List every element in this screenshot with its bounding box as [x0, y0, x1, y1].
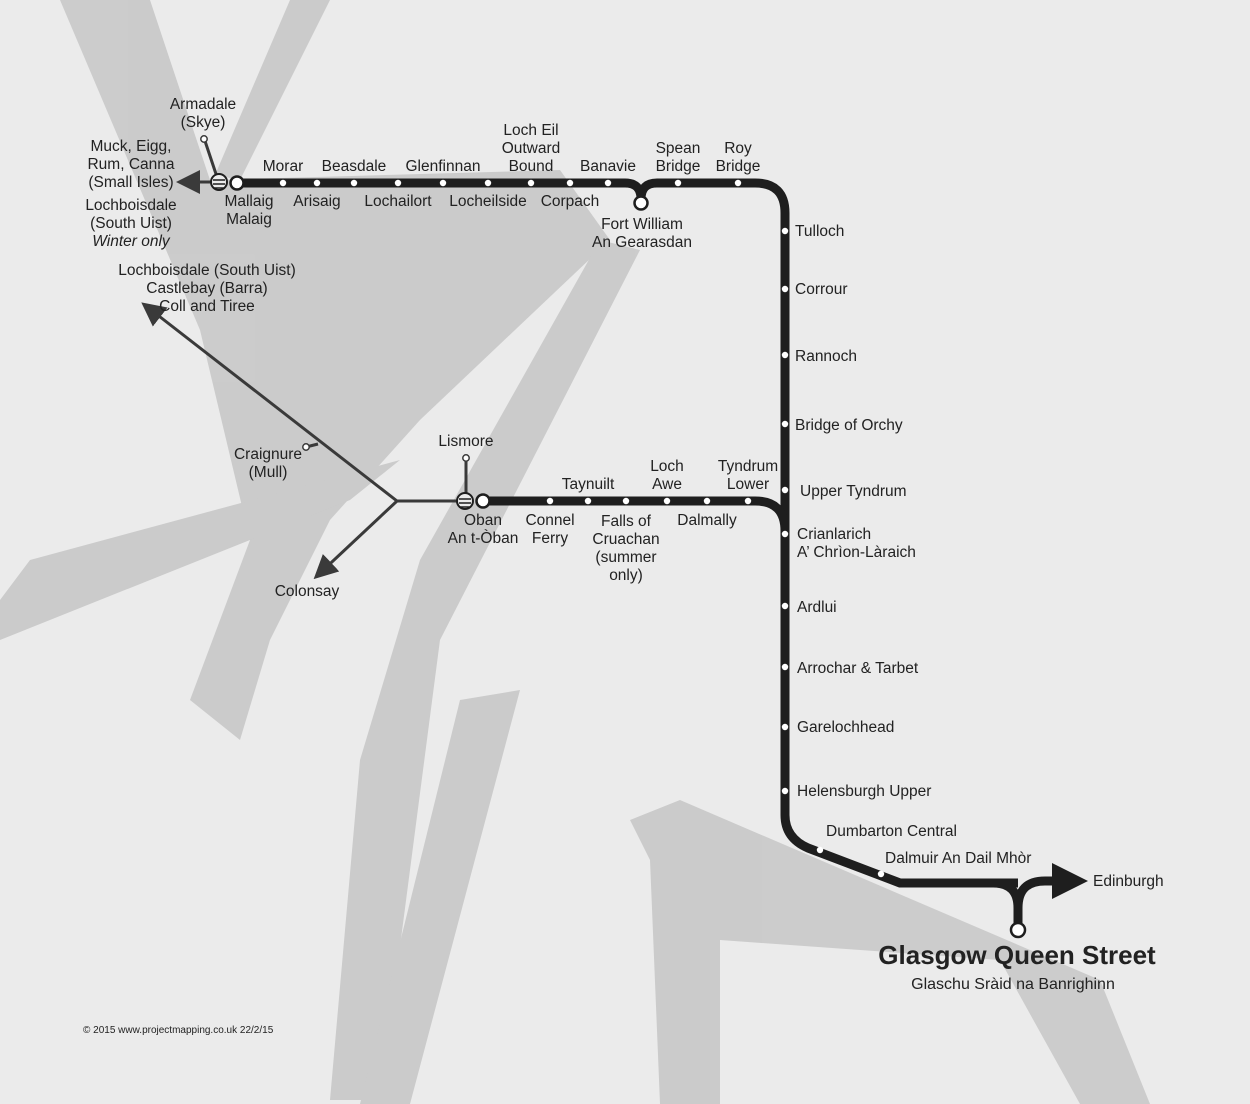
- label-glenfinnan: Glenfinnan: [406, 158, 481, 175]
- label-hebrides: Lochboisdale (South Uist)Castlebay (Barr…: [118, 262, 296, 315]
- oban-branch-line: [484, 496, 790, 532]
- main-line-mallaig: [237, 178, 1018, 888]
- label-ardlui: Ardlui: [797, 599, 837, 616]
- label-upper-tyndrum: Upper Tyndrum: [800, 483, 907, 500]
- label-corrour: Corrour: [795, 281, 848, 298]
- label-tulloch: Tulloch: [795, 223, 844, 240]
- ferry-labels: Armadale(Skye) Muck, Eigg,Rum, Canna(Sma…: [85, 96, 493, 600]
- ferry-terminal-oban-icon: [456, 492, 474, 510]
- label-lochboisdale-winter: Lochboisdale(South Uist): [85, 197, 176, 232]
- label-banavie: Banavie: [580, 158, 636, 175]
- label-beasdale: Beasdale: [322, 158, 387, 175]
- label-arisaig: Arisaig: [293, 193, 340, 210]
- label-rannoch: Rannoch: [795, 348, 857, 365]
- label-garelochhead: Garelochhead: [797, 719, 894, 736]
- label-morar: Morar: [263, 158, 303, 175]
- ferry-terminal-mallaig-icon: [210, 173, 228, 191]
- station-labels-east: Tulloch Corrour Rannoch Bridge of Orchy …: [795, 223, 1164, 890]
- label-lismore: Lismore: [438, 433, 493, 450]
- label-small-isles: Muck, Eigg,Rum, Canna(Small Isles): [87, 138, 174, 191]
- copyright-notice: © 2015 www.projectmapping.co.uk 22/2/15: [83, 1025, 274, 1036]
- label-colonsay: Colonsay: [275, 583, 340, 600]
- map-subtitle: Glaschu Sràid na Banrighinn: [911, 976, 1115, 993]
- label-lochailort: Lochailort: [364, 193, 432, 210]
- ferry-routes: [141, 140, 468, 580]
- label-locheilside: Locheilside: [449, 193, 527, 210]
- label-corpach: Corpach: [541, 193, 600, 210]
- label-bridge-of-orchy: Bridge of Orchy: [795, 417, 903, 434]
- label-arrochar: Arrochar & Tarbet: [797, 660, 919, 677]
- label-winter-only: Winter only: [92, 233, 171, 250]
- edinburgh-spur: [1013, 863, 1088, 920]
- map-title: Glasgow Queen Street: [878, 940, 1156, 970]
- interchange-markers: [229, 175, 1027, 939]
- label-edinburgh: Edinburgh: [1093, 873, 1164, 890]
- label-craignure: Craignure(Mull): [234, 446, 302, 481]
- label-dalmally: Dalmally: [677, 512, 737, 529]
- station-dots: [279, 179, 885, 878]
- label-taynuilt: Taynuilt: [562, 476, 615, 493]
- label-helensburgh: Helensburgh Upper: [797, 783, 931, 800]
- label-dalmuir: Dalmuir An Dail Mhòr: [885, 850, 1031, 867]
- label-dumbarton: Dumbarton Central: [826, 823, 957, 840]
- ferry-dots: [200, 135, 470, 462]
- label-armadale: Armadale(Skye): [170, 96, 236, 131]
